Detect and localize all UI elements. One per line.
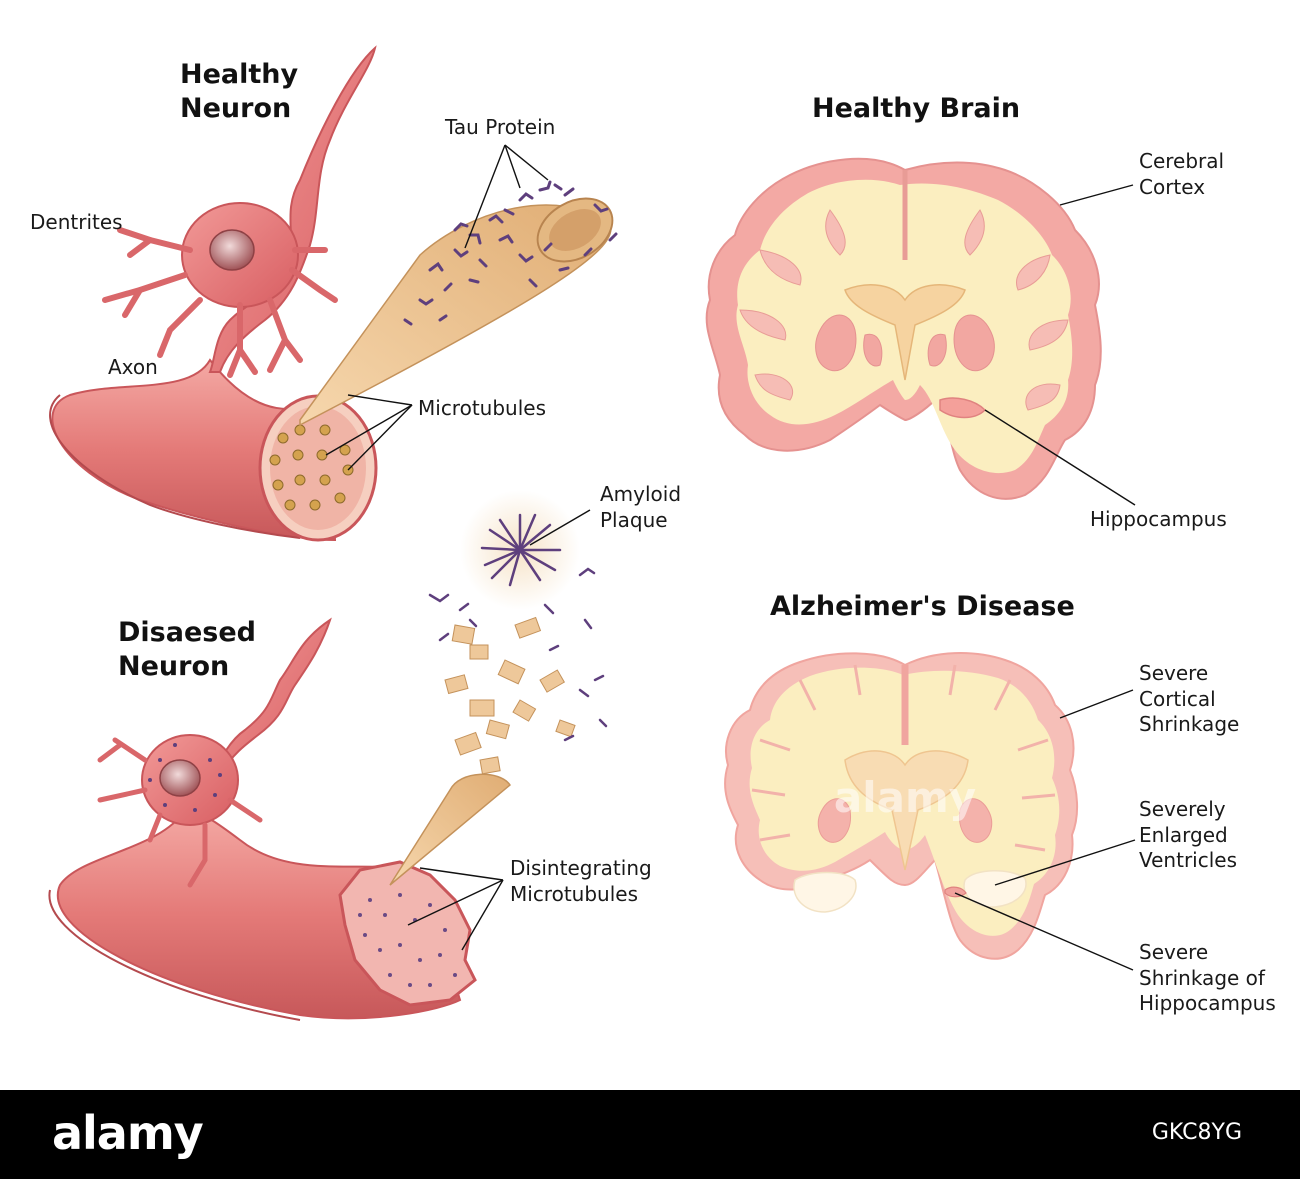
healthy-hippocampus [939,397,987,419]
image-id: GKC8YG [1151,1120,1242,1145]
enlarged-ventricles-label-line1: Severely [1139,797,1226,821]
healthy-cell-body [208,45,377,373]
cortical-shrinkage-label: Severe Cortical Shrinkage [1139,661,1239,738]
amyloid-plaque-label-line2: Plaque [600,507,668,532]
diseased-neuron-title-line1: Disaesed [118,617,256,648]
alamy-logo: alamy [52,1106,204,1160]
diseased-neuron-title: Disaesed Neuron [118,616,256,684]
enlarged-ventricles-label: Severely Enlarged Ventricles [1139,797,1237,874]
diseased-nucleus [159,759,201,797]
dentrites-label: Dentrites [30,210,123,234]
microtubules-label: Microtubules [418,396,546,420]
healthy-ventricles [844,284,966,381]
disintegrating-microtubules-label-line2: Microtubules [510,881,638,906]
healthy-brain-title: Healthy Brain [812,93,1021,124]
hippocampus-shrinkage-label-line3: Hippocampus [1139,991,1276,1016]
alzheimers-brain-art [724,652,1136,971]
axon-label: Axon [108,355,158,379]
tau-protein-label: Tau Protein [445,115,556,139]
diseased-axon-cross-section [338,860,477,1007]
hippocampus-shrinkage-label: Severe Shrinkage of Hippocampus [1139,940,1276,1017]
healthy-neuron-title: Healthy Neuron [180,58,298,126]
healthy-nucleus [209,229,255,271]
enlarged-ventricles-label-line3: Ventricles [1139,848,1238,873]
hippocampus-shrinkage-label-line2: Shrinkage of [1139,965,1265,990]
alamy-footer-bar: alamy GKC8YG [0,1090,1300,1179]
alzheimers-hippocampus [944,886,967,898]
cerebral-cortex-label: Cerebral Cortex [1139,149,1224,200]
healthy-neuron-title-line2: Neuron [180,92,292,124]
healthy-neuron-art [49,45,618,542]
hippocampus-shrinkage-label-line1: Severe [1139,940,1209,964]
amyloid-plaque-label: Amyloid Plaque [600,482,681,533]
cerebral-cortex-label-line2: Cortex [1139,174,1206,199]
diseased-neuron-title-line2: Neuron [118,650,230,682]
enlarged-ventricles-label-line2: Enlarged [1139,822,1228,847]
alzheimers-disease-title: Alzheimer's Disease [770,591,1075,622]
hippocampus-label: Hippocampus [1090,507,1227,531]
healthy-brain-art [705,157,1136,506]
disintegrating-microtubules-label: Disintegrating Microtubules [510,856,652,907]
disintegrating-microtubules-label-line1: Disintegrating [510,856,652,880]
alamy-watermark: alamy [834,773,976,822]
healthy-neuron-title-line1: Healthy [180,59,299,90]
cortical-shrinkage-label-line2: Cortical [1139,686,1216,711]
cortical-shrinkage-label-line1: Severe [1139,661,1209,685]
cerebral-cortex-label-line1: Cerebral [1139,149,1225,173]
illustration-canvas: alamy [48,45,1136,1021]
diseased-neuron-art [48,490,608,1021]
amyloid-plaque-label-line1: Amyloid [600,482,682,506]
alzheimers-ventricles [844,750,969,871]
cortical-shrinkage-label-line3: Shrinkage [1139,712,1240,737]
